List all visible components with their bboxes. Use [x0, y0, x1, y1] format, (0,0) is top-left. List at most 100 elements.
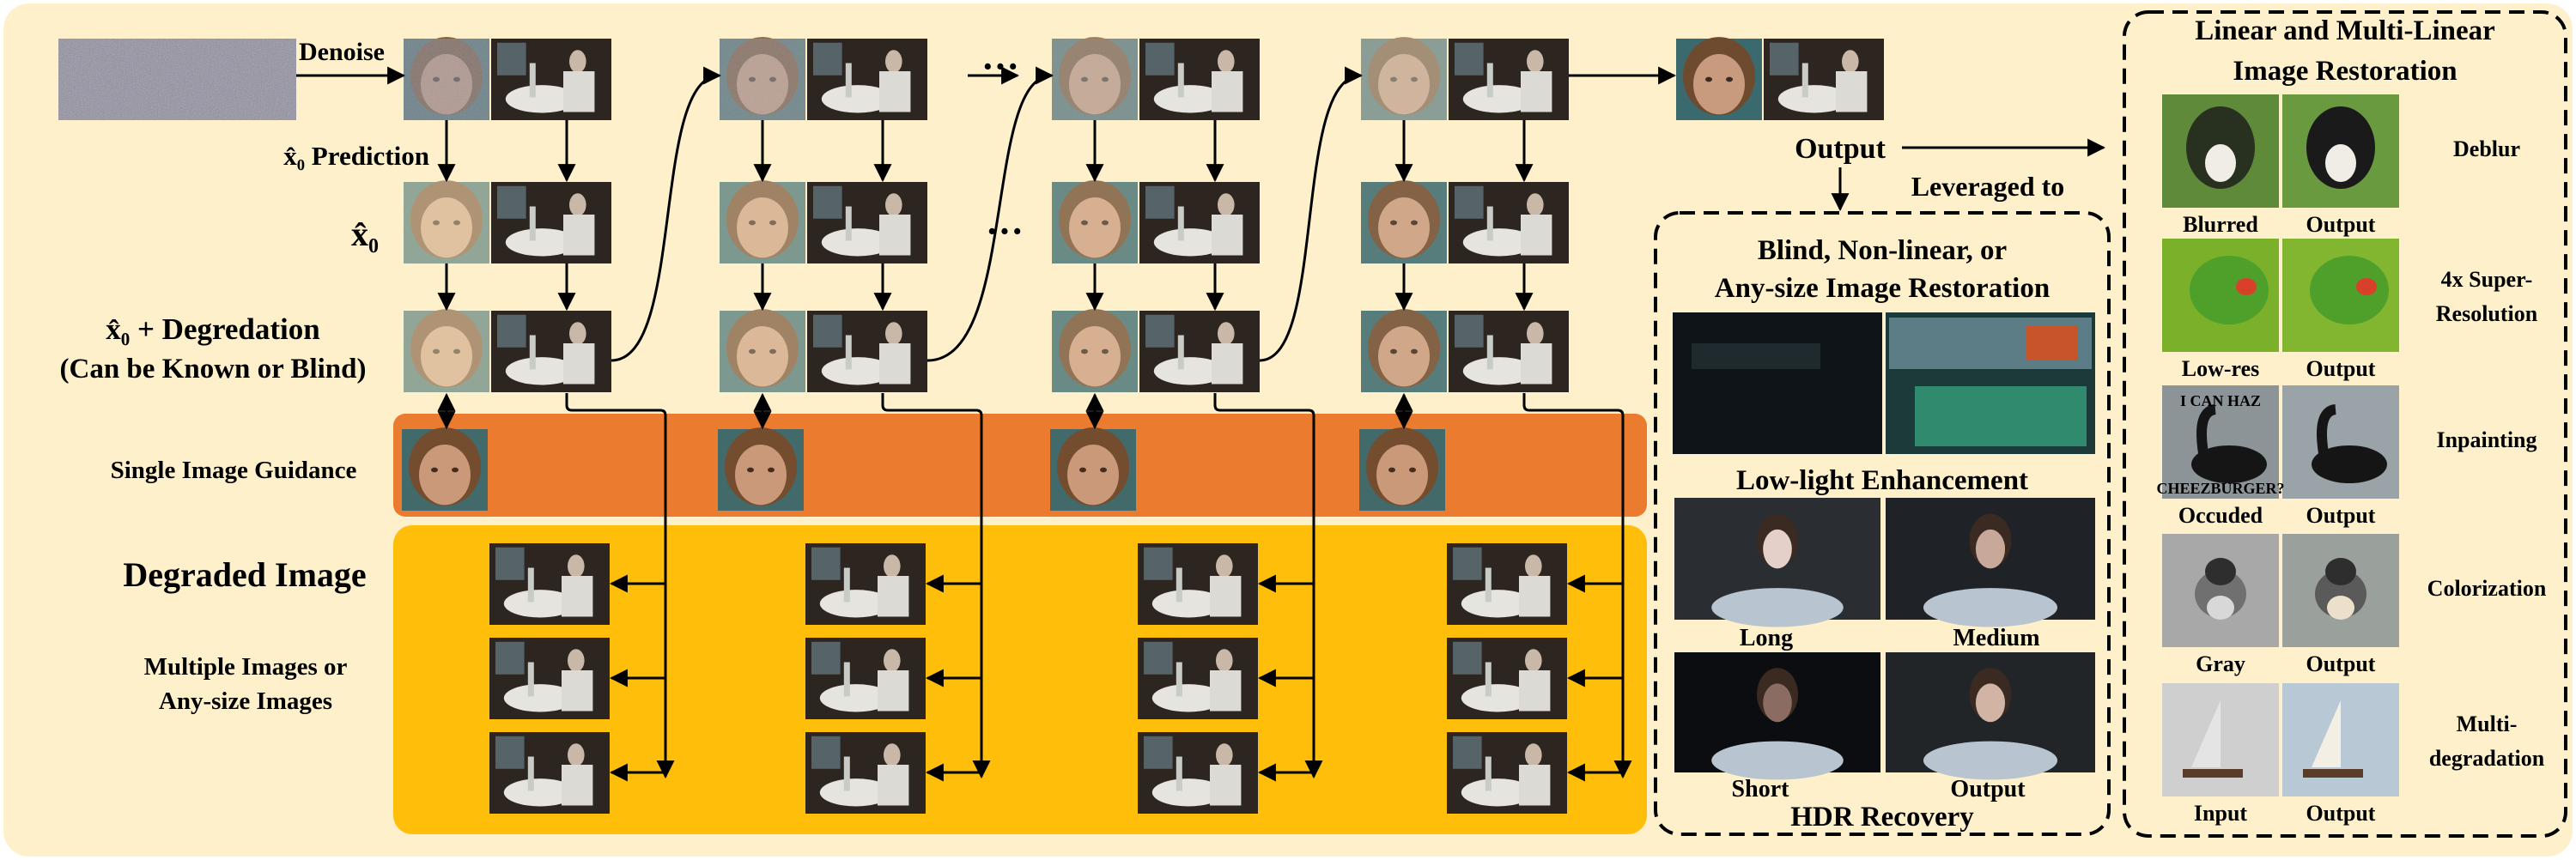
scene-bottle	[843, 567, 850, 603]
face-skin	[421, 326, 472, 387]
blind-restoration-title-line2: Any-size Image Restoration	[1715, 273, 2050, 304]
degraded-images-band	[393, 525, 1647, 834]
scene-person-head	[1218, 322, 1235, 345]
face-eye	[749, 220, 756, 226]
step0-x0-face	[404, 180, 489, 263]
hdr-output-label: Output	[1950, 776, 2026, 802]
scene-table	[1777, 85, 1850, 113]
scene-table	[503, 590, 576, 618]
face-eye	[1409, 467, 1416, 473]
scene-person-body	[878, 765, 909, 806]
inpaint-top-text: I CAN HAZ	[2180, 392, 2261, 409]
portrait-dress	[1923, 588, 2058, 627]
inpaint-bottom-text: CHEEZBURGER?	[2156, 480, 2284, 497]
scene-table	[1151, 590, 1224, 618]
multiple-images-label-line2: Any-size Images	[159, 687, 332, 715]
scene-window	[1145, 42, 1175, 76]
single-guidance-label: Single Image Guidance	[111, 457, 357, 484]
step3-x0-scene	[1449, 182, 1569, 263]
scene-person-head	[1527, 322, 1544, 345]
step2-noisy-noise	[1052, 39, 1138, 120]
scene-table	[819, 778, 892, 807]
task-3-name: Colorization	[2427, 576, 2547, 601]
scene-table	[503, 684, 576, 712]
scene-window	[1144, 547, 1173, 580]
face-eye	[433, 348, 440, 354]
scene-person-head	[1218, 193, 1235, 216]
task-1-output-image	[2282, 239, 2399, 352]
scene-table	[819, 590, 892, 618]
scene-bottle	[527, 756, 534, 791]
scene-bottle	[1177, 335, 1184, 370]
scene-person-head	[1525, 649, 1542, 672]
scene-person-body	[562, 576, 593, 617]
scene-window	[497, 42, 526, 76]
step1-noisy-noise	[720, 39, 805, 120]
scene-window	[813, 185, 842, 219]
face-skin	[421, 197, 472, 258]
dog-chest	[2205, 144, 2236, 182]
scene-table	[1153, 357, 1226, 385]
hdr-short	[1674, 652, 1880, 780]
task-2-name: Inpainting	[2436, 427, 2537, 452]
scene-person-head	[1527, 50, 1544, 73]
face-skin	[1067, 445, 1119, 506]
task-3-input-image	[2162, 534, 2279, 647]
noise-grain	[58, 39, 296, 120]
noise-grain	[404, 39, 489, 120]
task-1-input-image	[2162, 239, 2279, 352]
task-1-name: 4x Super-	[2441, 267, 2533, 292]
bird-head	[2325, 558, 2356, 585]
scene-person-head	[1525, 554, 1542, 578]
scene-window	[1144, 736, 1173, 769]
task-0-input-image	[2162, 94, 2279, 208]
face-eye	[1411, 220, 1418, 226]
parrot-head	[2310, 256, 2389, 324]
dog-chest	[2325, 144, 2356, 182]
scene-window	[811, 641, 841, 675]
scene-bottle	[1177, 206, 1184, 241]
scene-person-body	[1212, 71, 1243, 112]
task-1-output-label: Output	[2306, 356, 2376, 381]
scene-person-head	[885, 50, 902, 73]
swan-body	[2312, 445, 2387, 483]
scene-person-head	[568, 554, 585, 578]
scene-bottle	[845, 335, 852, 370]
scene-table	[1462, 228, 1535, 257]
face-eye	[1079, 467, 1086, 473]
scene-bottle	[529, 206, 536, 241]
step3-noisy-noise	[1361, 39, 1447, 120]
x0-label: x̂₀	[351, 215, 379, 253]
arrow-next-step-2	[1259, 66, 1364, 362]
scene-table	[505, 85, 578, 113]
task-0-name: Deblur	[2453, 136, 2520, 161]
scene-window	[495, 547, 525, 580]
scene-window	[497, 185, 526, 219]
scene-table	[1151, 778, 1224, 807]
scene-bottle	[1485, 662, 1492, 697]
face-eye	[1411, 348, 1418, 354]
scene-person-head	[885, 322, 902, 345]
guidance-face-0	[402, 427, 488, 511]
scene-person-head	[569, 50, 586, 73]
scene-window	[1453, 547, 1482, 580]
scene-bottle	[843, 662, 850, 697]
guidance-face-2	[1050, 427, 1136, 511]
scene-window	[1453, 736, 1482, 769]
scene-person-head	[569, 322, 586, 345]
scene-person-body	[879, 215, 911, 256]
swan-neck	[2317, 404, 2337, 464]
blind-restoration-panel	[1654, 211, 2111, 836]
task-3-output-image	[2282, 534, 2399, 647]
face-skin	[1376, 445, 1428, 506]
task-2-input-label: Occuded	[2178, 503, 2263, 528]
leveraged-to-label: Leveraged to	[1911, 171, 2065, 202]
task-0-input-label: Blurred	[2183, 212, 2258, 237]
scene-window	[811, 547, 841, 580]
step0-degraded-scene	[491, 311, 611, 392]
face-eye	[1390, 220, 1397, 226]
portrait-face	[1975, 529, 2006, 569]
scene-window	[1455, 42, 1484, 76]
hull	[2303, 769, 2363, 778]
